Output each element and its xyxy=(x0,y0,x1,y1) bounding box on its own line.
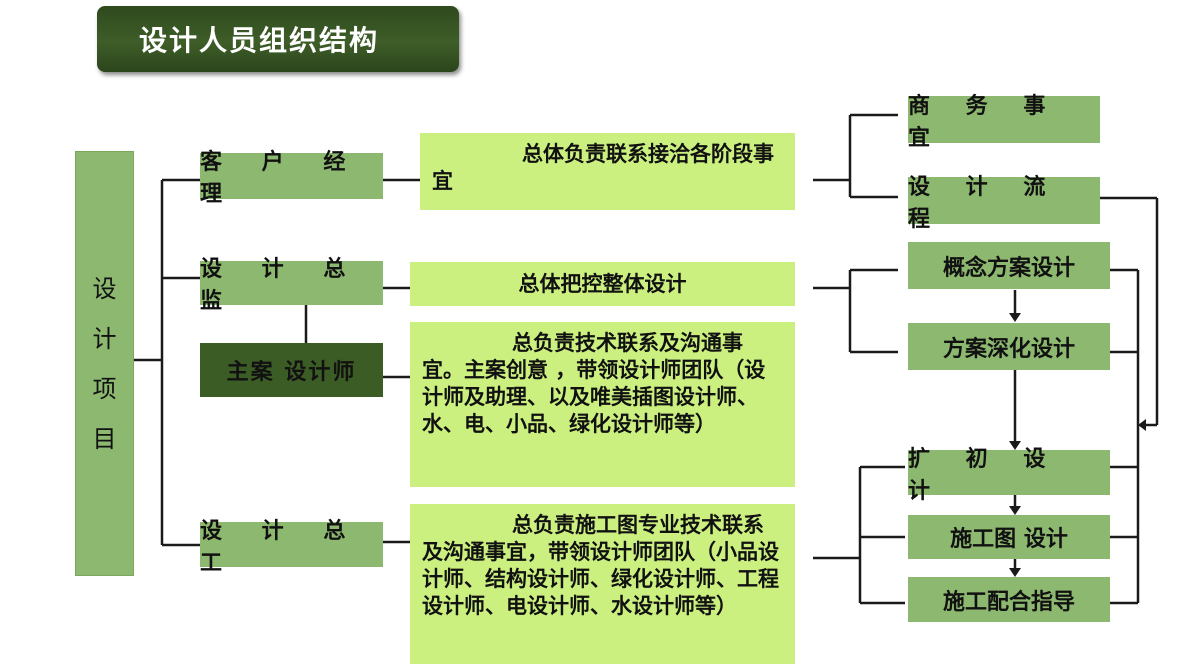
desc-client-manager: 总体负责联系接洽各阶段事宜 xyxy=(420,133,795,210)
role-client-manager: 客 户 经 理 xyxy=(200,150,383,207)
role-design-engineer: 设 计 总 工 xyxy=(200,519,383,576)
stage-scheme-deepening: 方案深化设计 xyxy=(908,323,1110,370)
stage-preliminary-design: 扩 初 设 计 xyxy=(908,447,1110,504)
role-chief-designer: 主案 设计师 xyxy=(200,343,383,397)
stage-construction-drawing: 施工图 设计 xyxy=(908,515,1110,559)
desc-design-engineer-text: 总负责施工图专业技术联系及沟通事宜，带领设计师团队（小品设计师、结构设计师、绿化… xyxy=(422,513,779,618)
stage-construction-guidance: 施工配合指导 xyxy=(908,577,1110,622)
desc-client-manager-text: 总体负责联系接洽各阶段事宜 xyxy=(432,142,774,193)
role-design-director: 设 计 总 监 xyxy=(200,257,383,314)
stage-design-process: 设 计 流 程 xyxy=(908,175,1100,232)
desc-chief-designer: 总负责技术联系及沟通事宜。主案创意 ，带领设计师团队（设计师及助理、以及唯美插图… xyxy=(410,322,795,487)
root-label: 设计项目 xyxy=(92,274,117,453)
page-title: 设计人员组织结构 xyxy=(97,6,459,72)
root-node-design-project: 设计项目 xyxy=(75,151,134,576)
stage-concept-design: 概念方案设计 xyxy=(908,242,1110,289)
stage-business: 商 务 事 宜 xyxy=(908,94,1100,151)
desc-design-director: 总体把控整体设计 xyxy=(410,262,795,306)
desc-design-engineer: 总负责施工图专业技术联系及沟通事宜，带领设计师团队（小品设计师、结构设计师、绿化… xyxy=(410,504,795,664)
desc-chief-designer-text: 总负责技术联系及沟通事宜。主案创意 ，带领设计师团队（设计师及助理、以及唯美插图… xyxy=(422,331,766,436)
